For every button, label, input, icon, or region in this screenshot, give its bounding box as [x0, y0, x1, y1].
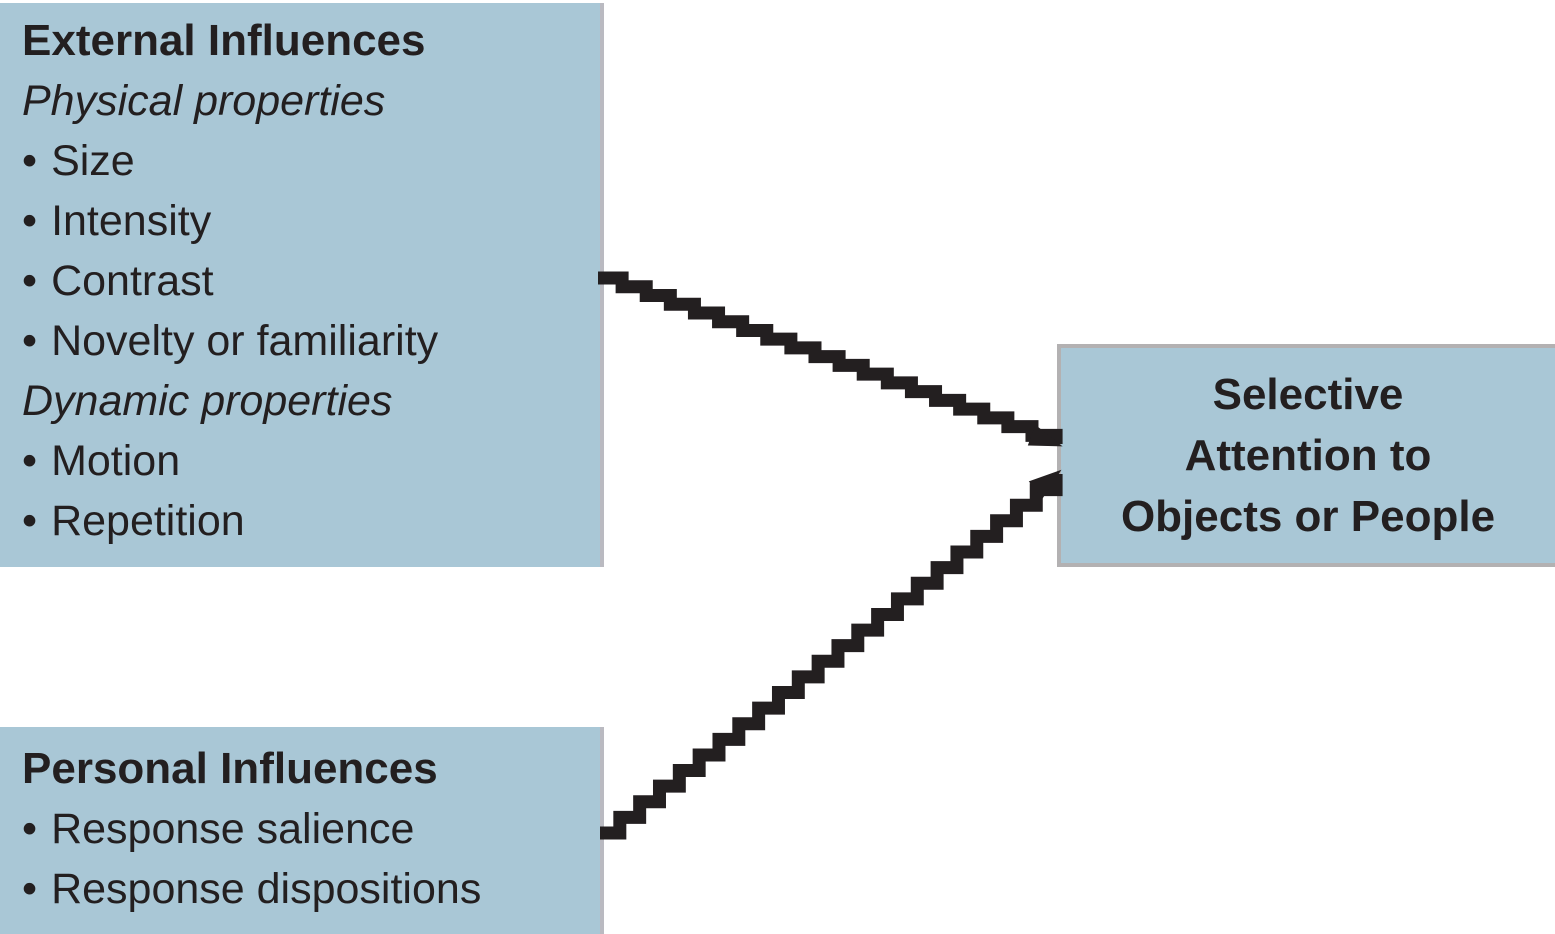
list-item-label: Response salience: [51, 805, 415, 853]
list-item-repetition: • Repetition: [22, 491, 590, 551]
list-item-label: Motion: [51, 437, 181, 485]
selective-attention-line-2: Attention to: [1184, 431, 1432, 480]
bullet-icon: •: [22, 805, 38, 853]
selective-attention-line-3: Objects or People: [1120, 492, 1496, 541]
arrow-external-to-selective: [598, 271, 1063, 447]
list-item-label: Intensity: [51, 197, 212, 245]
bullet-icon: •: [22, 317, 38, 365]
physical-properties-heading: Physical properties: [22, 77, 386, 125]
list-item-contrast: • Contrast: [22, 251, 590, 311]
selective-attention-line-1: Selective: [1212, 370, 1404, 419]
personal-influences-box: Personal Influences • Response salience •…: [0, 727, 604, 934]
list-item-label: Repetition: [51, 497, 245, 545]
list-item-intensity: • Intensity: [22, 191, 590, 251]
list-item-label: Size: [51, 137, 135, 185]
list-item-response-dispositions: • Response dispositions: [22, 859, 590, 919]
list-item-label: Novelty or familiarity: [51, 317, 439, 365]
list-item-response-salience: • Response salience: [22, 799, 590, 859]
selective-attention-box: Selective Attention to Objects or People: [1057, 344, 1555, 567]
bullet-icon: •: [22, 865, 38, 913]
list-item-label: Contrast: [51, 257, 214, 305]
external-influences-box: External Influences Physical properties …: [0, 3, 604, 567]
list-item-novelty-or-familiarity: • Novelty or familiarity: [22, 311, 590, 371]
bullet-icon: •: [22, 137, 38, 185]
external-influences-title: External Influences: [22, 16, 426, 65]
bullet-icon: •: [22, 197, 38, 245]
bullet-icon: •: [22, 257, 38, 305]
bullet-icon: •: [22, 437, 38, 485]
arrow-personal-to-selective: [600, 469, 1063, 840]
bullet-icon: •: [22, 497, 38, 545]
list-item-size: • Size: [22, 131, 590, 191]
dynamic-properties-heading: Dynamic properties: [22, 377, 393, 425]
list-item-motion: • Motion: [22, 431, 590, 491]
personal-influences-title: Personal Influences: [22, 744, 438, 793]
list-item-label: Response dispositions: [51, 865, 482, 913]
